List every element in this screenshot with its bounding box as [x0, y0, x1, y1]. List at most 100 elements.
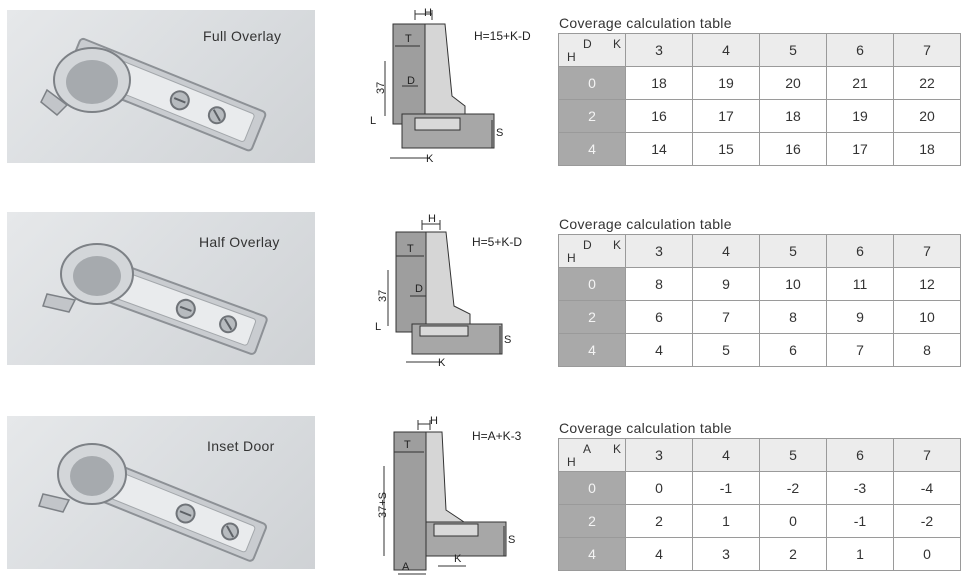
table-cell: 9: [826, 300, 894, 334]
table-cell: -4: [893, 471, 961, 505]
table-cell: -1: [826, 504, 894, 538]
column-header: 6: [826, 234, 894, 268]
hinge-dimension-diagram: H T D 37 L S K H=5+K-D: [375, 213, 522, 369]
table-cell: 3: [692, 537, 760, 571]
diagram-half-overlay: H T D 37 L S K H=5+K-D: [360, 206, 550, 376]
row-header: 2: [558, 504, 626, 538]
diagram-full-overlay: H T D 37 L S K H=15+K-D: [360, 6, 550, 176]
hinge-photo-half-overlay: Half Overlay: [7, 212, 315, 365]
table-cell: 6: [759, 333, 827, 367]
table-cell: -3: [826, 471, 894, 505]
column-header: 3: [625, 234, 693, 268]
corner-bottom: H: [567, 50, 576, 64]
table-cell: 18: [893, 132, 961, 166]
dim-label-h: H: [428, 213, 436, 225]
column-header: 5: [759, 438, 827, 472]
table-cell: 18: [759, 99, 827, 133]
table-corner: D K H: [558, 234, 626, 268]
table-row: 2 16 17 18 19 20: [558, 99, 961, 133]
table-cell: 10: [893, 300, 961, 334]
dim-label-l: L: [375, 321, 381, 333]
row-header: 0: [558, 471, 626, 505]
photo-label: Inset Door: [207, 438, 275, 454]
table-cell: -1: [692, 471, 760, 505]
column-header: 3: [625, 438, 693, 472]
formula: H=5+K-D: [472, 235, 522, 249]
hinge-image: [38, 443, 268, 562]
formula: H=A+K-3: [472, 429, 522, 443]
row-header: 4: [558, 132, 626, 166]
table-cell: 9: [692, 267, 760, 301]
corner-bottom: H: [567, 455, 576, 469]
dim-label-k: K: [438, 357, 446, 369]
table-row: 4 4 5 6 7 8: [558, 333, 961, 367]
corner-top: A: [583, 442, 592, 456]
table-row: 0 8 9 10 11 12: [558, 267, 961, 301]
column-header: 5: [759, 234, 827, 268]
dim-label-s: S: [508, 534, 515, 546]
hinge-dimension-diagram: H T 37+S S A K H=A+K-3: [377, 415, 522, 575]
section-full-overlay: Full Overlay H T D 37 L S K H=15+K-D Cov…: [0, 0, 969, 180]
dim-label-d: D: [415, 283, 423, 295]
hinge-image: [42, 243, 268, 355]
table-cell: 4: [625, 333, 693, 367]
column-header: 5: [759, 33, 827, 67]
dim-label-t: T: [407, 243, 414, 255]
column-header: 6: [826, 33, 894, 67]
diagram-inset-door: H T 37+S S A K H=A+K-3: [360, 410, 550, 580]
table-cell: 7: [692, 300, 760, 334]
dim-label-a: A: [402, 561, 410, 573]
table-cell: 16: [625, 99, 693, 133]
table-row: 2 2 1 0 -1 -2: [558, 504, 961, 538]
hinge-photo-inset-door: Inset Door: [7, 416, 315, 569]
dim-label-d: D: [407, 75, 415, 87]
dim-label-l: L: [370, 115, 376, 127]
dim-label-t: T: [404, 439, 411, 451]
table-cell: 6: [625, 300, 693, 334]
table-title: Coverage calculation table: [559, 420, 732, 436]
corner-right: K: [612, 442, 621, 456]
table-cell: 10: [759, 267, 827, 301]
table-cell: 11: [826, 267, 894, 301]
table-cell: 14: [625, 132, 693, 166]
table-cell: 17: [826, 132, 894, 166]
table-corner: D K H: [558, 33, 626, 67]
table-header-row: D K H 3 4 5 6 7: [558, 33, 961, 67]
table-cell: 8: [759, 300, 827, 334]
table-cell: 2: [759, 537, 827, 571]
dim-label-t: T: [405, 33, 412, 45]
table-cell: 17: [692, 99, 760, 133]
dim-label-s: S: [504, 334, 511, 346]
table-cell: 19: [692, 66, 760, 100]
corner-right: K: [612, 238, 621, 252]
table-cell: 7: [826, 333, 894, 367]
table-row: 0 0 -1 -2 -3 -4: [558, 471, 961, 505]
row-header: 0: [558, 66, 626, 100]
table-cell: 20: [759, 66, 827, 100]
table-cell: 18: [625, 66, 693, 100]
section-half-overlay: Half Overlay H T D 37 L S K H=5+K-D Cove…: [0, 202, 969, 382]
photo-label: Full Overlay: [203, 28, 282, 44]
table-cell: -2: [893, 504, 961, 538]
corner-bottom: H: [567, 251, 576, 265]
table-cell: 16: [759, 132, 827, 166]
corner-right: K: [612, 37, 621, 51]
dim-label-s: S: [496, 127, 503, 139]
coverage-table-half-overlay: D K H 3 4 5 6 7 0 8 9 10 11 12 2 6 7 8 9…: [558, 234, 961, 367]
dim-label-vert: 37: [377, 290, 389, 302]
column-header: 7: [893, 33, 961, 67]
dim-label-k: K: [426, 153, 434, 165]
hinge-dimension-diagram: H T D 37 L S K H=15+K-D: [370, 7, 531, 165]
table-header-row: D K H 3 4 5 6 7: [558, 234, 961, 268]
table-cell: 19: [826, 99, 894, 133]
formula: H=15+K-D: [474, 29, 531, 43]
column-header: 4: [692, 234, 760, 268]
table-cell: 8: [625, 267, 693, 301]
dim-label-vert: 37+S: [377, 492, 389, 518]
section-inset-door: Inset Door H T 37+S S A K H=A+K-3 Covera…: [0, 404, 969, 584]
column-header: 4: [692, 33, 760, 67]
photo-label: Half Overlay: [199, 234, 280, 250]
table-cell: 12: [893, 267, 961, 301]
hinge-image: [40, 37, 267, 152]
dim-label-h: H: [430, 415, 438, 427]
